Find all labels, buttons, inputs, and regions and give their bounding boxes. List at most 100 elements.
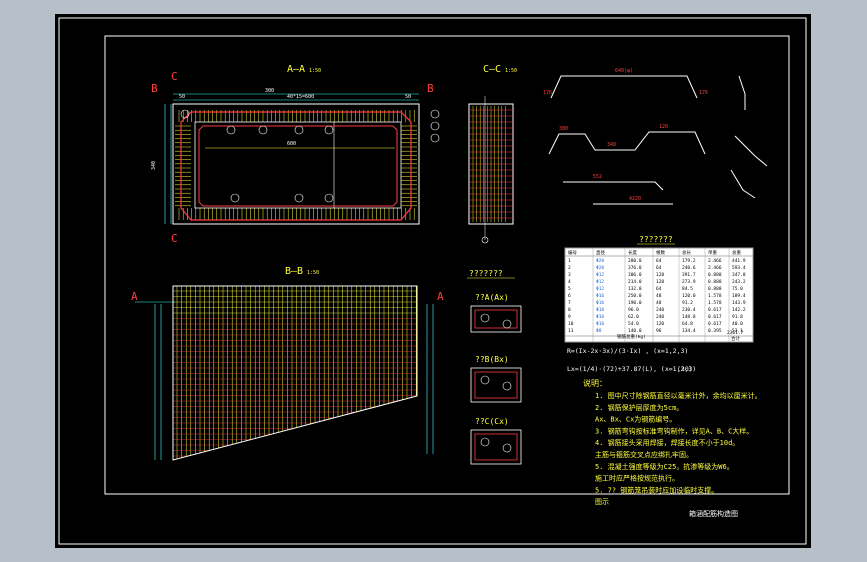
table-cell: 441.9 [732,258,746,264]
table-cell: Φ16 [596,300,604,306]
callout-circle [226,125,236,135]
table-cell: 240.6 [682,265,696,271]
detail-box [470,367,522,403]
note-line: 图示 [595,498,609,506]
note-line: Ax、Bx、Cx为钢筋编号。 [595,415,676,424]
table-header-cell: 根数 [656,249,665,256]
view-cc-title: C—C [483,64,501,75]
table-cell: 0.888 [708,286,722,292]
table-cell: 8 [568,307,571,313]
cad-viewport[interactable]: A—A 1:50 B B C C 40*15=600 50 300 50 600… [55,14,811,548]
table-cell: Φ10 [596,307,604,313]
table-cell: 96 [656,328,662,334]
shape-dim-top-r: 176 [699,90,708,96]
table-cell: Φ8 [596,328,602,334]
rebar-shape-right-3 [730,169,756,199]
detail-circle [502,381,512,391]
dim-left-h: 340 [151,161,157,170]
table-cell: 179.2 [682,258,696,264]
callout-circle [180,109,190,119]
detail-label: ??C(Cx) [475,417,509,426]
table-cell: 0.395 [708,328,722,334]
rebar-shape-mid [548,131,706,155]
table-cell: 2.466 [708,258,722,264]
rebar-shape-top [550,75,698,99]
section-mark-a-left: A [131,290,138,303]
table-cell: 91.2 [682,300,693,306]
view-cc-scale: 1:50 [505,68,517,74]
section-mark-b-right: B [427,82,434,95]
note-line: 3. 钢筋弯钩按标准弯钩制作，详见A、B、C大样。 [595,426,753,435]
table-cell: 48 [656,293,662,299]
notes-heading: 说明： [583,378,607,388]
table-header-cell: 直径 [596,249,605,256]
formula-2: Lx=(1/4)·(72)+37.87(L), (x=1,2,3) [567,365,696,373]
table-cell: 96.0 [628,307,639,313]
table-cell: 132.0 [628,286,642,292]
view-cc[interactable]: C—C 1:50 [468,64,517,244]
view-aa[interactable]: A—A 1:50 B B C C 40*15=600 50 300 50 600… [151,64,440,245]
table-cell: 250.0 [628,293,642,299]
table-cell: 240 [656,307,664,313]
drawing-title: 箱涵配筋构造图 [689,509,738,518]
table-header-cell: 长度 [628,249,637,256]
table-cell: Φ20 [596,258,604,264]
view-aa-title: A—A [287,64,305,75]
table-cell: 376.0 [628,265,642,271]
rebar-shapes[interactable]: 640(φ) 176 176 380 348 120 552 4220 [543,68,768,205]
table-cell: 120 [656,321,664,327]
table-cell: 120.0 [682,293,696,299]
callout-circle [430,133,440,143]
table-cell: 306.0 [628,272,642,278]
table-cell: 190.0 [628,300,642,306]
table-cell: Φ10 [596,321,604,327]
table-cell: 1.578 [708,293,722,299]
table-header-cell: 编号 [568,249,577,256]
shape-dim-mid-l: 380 [559,126,568,132]
detail-label: ??A(Ax) [475,293,509,302]
outer-frame [58,17,807,545]
table-cell: 142.2 [732,307,746,313]
table-cell: 11 [568,328,574,334]
cad-drawing-canvas[interactable]: A—A 1:50 B B C C 40*15=600 50 300 50 600… [55,14,811,548]
table-cell: 64.8 [682,321,693,327]
table-cell: 189.4 [732,293,746,299]
table-cell: 347.8 [732,272,746,278]
detail-box [470,429,522,465]
dim-top-b: 300 [265,88,274,94]
table-cell: 64 [656,265,662,271]
detail-label: ??B(Bx) [475,355,509,364]
table-cell: 0.617 [708,314,722,320]
note-line: 施工时应严格按规范执行。 [595,474,679,483]
details-title: ??????? [469,269,503,278]
table-cell: 140.0 [628,328,642,334]
details-group[interactable]: ??????? ??A(Ax) ??B(Bx) ??C(Cx) [467,269,522,465]
table-cell: Φ16 [596,293,604,299]
section-mark-c-bottom: C [171,232,178,245]
rebar-shape-right-1 [738,75,746,110]
note-line: 主筋与箍筋交叉点应绑扎牢固。 [595,450,693,459]
dim-inner: 600 [287,141,296,147]
table-cell: 0.888 [708,272,722,278]
table-cell: 7 [568,300,571,306]
formula-2b: (30) [677,365,693,373]
table-header-cell: 总重 [732,249,741,256]
callout-circle [258,125,268,135]
table-cell: 0.617 [708,307,722,313]
shape-dim-bottom-a: 552 [593,174,602,180]
table-total-label: 钢筋总重(kg) [617,333,646,340]
shape-dim-top-l: 176 [543,90,552,96]
view-bb[interactable]: B—B 1:50 A A [131,266,444,461]
table-cell: Φ12 [596,286,604,292]
table-cell: 84.5 [682,286,693,292]
table-cell: 143.9 [732,300,746,306]
table-cell: 5 [568,286,571,292]
note-line: 2. 钢筋保护层厚度为5cm。 [595,403,683,412]
box-inner [194,121,402,209]
table-cell: 0.617 [708,321,722,327]
detail-circle [502,319,512,329]
shape-dim-bottom-b: 4220 [629,196,641,202]
table-cell: 40.0 [732,321,743,327]
table-cell: Φ12 [596,272,604,278]
